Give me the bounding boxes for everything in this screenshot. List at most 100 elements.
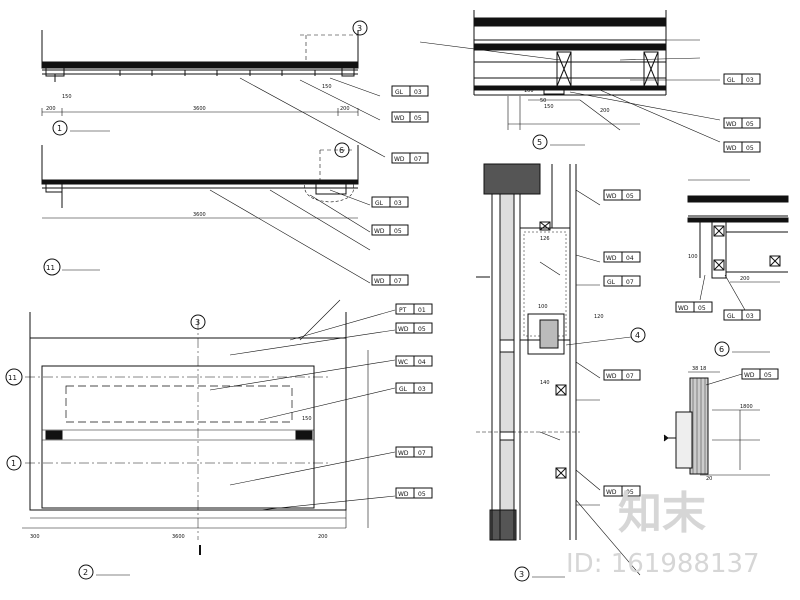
tag-wd-05-c: WD 05 [395,322,433,334]
callout-3-top-number: 3 [357,24,362,33]
svg-text:WD: WD [394,156,405,163]
svg-text:WD: WD [398,450,409,457]
svg-text:WD: WD [744,372,755,379]
tag-wd-05-i: WD 05 [675,301,713,313]
svg-text:WD: WD [606,373,617,380]
tag-wd-05-b: WD 05 [371,224,409,236]
tag-wd-07-b: WD 07 [371,274,409,286]
dim-handrail-18: 18 [700,366,706,372]
callout-4: 4 [565,327,646,346]
dim-view5-3: 100 [524,88,534,94]
watermark-logo: 知末 [618,488,706,539]
axis-bubble-11: 11 [5,368,23,386]
svg-text:03: 03 [414,89,422,96]
tag-wc-04: WC 04 [395,355,433,367]
svg-text:WD: WD [726,145,737,152]
tag-gl-03-e: GL 03 [723,309,761,321]
tag-wd-05-d: WD 05 [395,487,433,499]
dim-view2-width: 3600 [172,534,185,540]
svg-text:05: 05 [746,121,754,128]
tag-wd-07-a: WD 07 [391,152,429,164]
view-5-number: 5 [537,138,542,147]
svg-text:WD: WD [374,278,385,285]
callout-4-number: 4 [635,331,640,340]
dim-view5-1: 200 [600,108,610,114]
svg-text:03: 03 [394,200,402,207]
svg-text:07: 07 [414,156,422,163]
view-1-number: 1 [57,124,62,133]
dim-view1-4: 150 [62,94,72,100]
svg-text:03: 03 [746,313,754,320]
svg-text:WD: WD [606,193,617,200]
svg-text:07: 07 [418,450,426,457]
view-5-detail [419,10,721,143]
dim-view11-1: 3600 [193,212,206,218]
view-6-detail [687,179,789,311]
svg-text:04: 04 [418,359,426,366]
watermark: 知末 ID: 161988137 [566,488,760,579]
tag-gl-07: GL 07 [603,275,641,287]
svg-text:05: 05 [418,326,426,333]
tag-wd-05-h: WD 05 [603,485,641,497]
svg-text:05: 05 [414,115,422,122]
view-6-number: 6 [719,345,724,354]
svg-text:WD: WD [726,121,737,128]
view-3-wall-section [476,163,641,576]
svg-text:03: 03 [746,77,754,84]
svg-text:3: 3 [195,318,200,327]
tag-pt-01: PT 01 [395,303,433,315]
callout-3-top: 3 [352,20,368,36]
svg-text:PT: PT [399,307,407,314]
tag-wd-05-f: WD 05 [723,141,761,153]
view-2-elevation [22,299,396,555]
svg-text:GL: GL [395,89,404,96]
svg-text:05: 05 [764,372,772,379]
dim-view3-140: 140 [540,380,550,386]
svg-text:07: 07 [394,278,402,285]
svg-text:01: 01 [418,307,426,314]
svg-text:GL: GL [607,279,616,286]
dim-view3-100: 100 [538,304,548,310]
svg-text:GL: GL [727,313,736,320]
dim-view1-3: 200 [340,106,350,112]
handrail-detail [663,371,770,476]
watermark-id: ID: 161988137 [566,549,760,579]
svg-text:1: 1 [11,459,16,468]
view-11-section [41,145,371,284]
view-3-title: 3 [514,566,565,582]
view-3-number: 3 [519,570,524,579]
view-2-number: 2 [83,568,88,577]
dim-view1-5: 150 [322,84,332,90]
svg-text:07: 07 [626,373,634,380]
svg-text:WD: WD [606,489,617,496]
view-2-title: 2 [78,564,130,580]
svg-text:WD: WD [606,255,617,262]
dim-view1-2: 200 [46,106,56,112]
axis-bubble-3: 3 [190,314,206,330]
svg-text:05: 05 [418,491,426,498]
svg-text:05: 05 [626,489,634,496]
tag-wd-05-g: WD 05 [603,189,641,201]
dim-view2-150: 150 [302,416,312,422]
tag-wd-07-d: WD 07 [603,369,641,381]
svg-text:WD: WD [398,491,409,498]
tag-gl-03-d: GL 03 [723,73,761,85]
dim-view1-1: 3600 [193,106,206,112]
svg-text:WD: WD [394,115,405,122]
view-1-title: 1 [52,120,110,136]
dim-view3-120: 120 [594,314,604,320]
dim-handrail-1800: 1800 [740,404,753,410]
tag-wd-04: WD 04 [603,251,641,263]
tag-wd-05-e: WD 05 [723,117,761,129]
dim-view6-1: 200 [740,276,750,282]
svg-text:WC: WC [398,359,408,366]
tag-wd-05-a: WD 05 [391,111,429,123]
callout-6: 6 [334,142,350,158]
svg-text:11: 11 [8,374,17,382]
tag-gl-03-b: GL 03 [371,196,409,208]
svg-text:WD: WD [398,326,409,333]
svg-text:05: 05 [394,228,402,235]
view-6-title: 6 [714,341,770,357]
dim-handrail-38: 38 [692,366,698,372]
